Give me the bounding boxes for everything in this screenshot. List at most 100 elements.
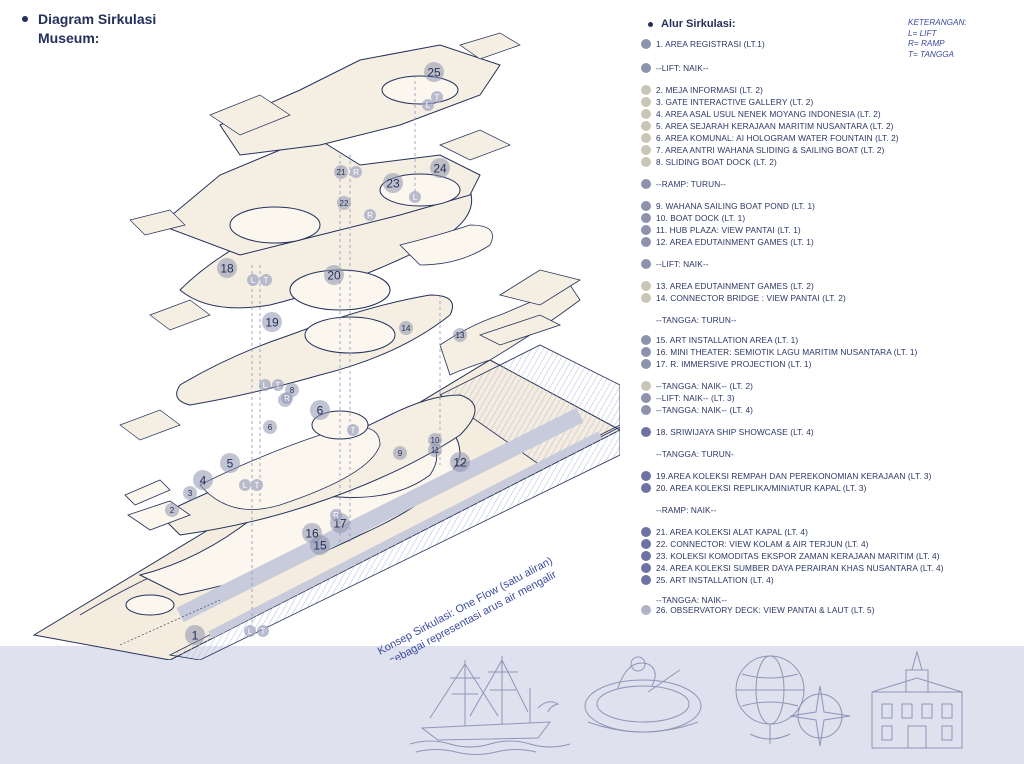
circulation-code-label: R [353, 168, 359, 177]
flow-item: --LIFT: NAIK-- [641, 258, 709, 270]
flow-item-label: 18. SRIWIJAYA SHIP SHOWCASE (LT. 4) [656, 427, 814, 437]
legend: KETERANGAN: L= LIFT R= RAMP T= TANGGA [908, 18, 967, 60]
flow-dot-icon [641, 315, 651, 325]
flow-item: 25. ART INSTALLATION (LT. 4) [641, 574, 774, 586]
zone-marker [424, 62, 444, 82]
flow-item-label: --LIFT: NAIK-- [656, 259, 709, 269]
zone-marker [310, 400, 330, 420]
flow-item-label: 5. AREA SEJARAH KERAJAAN MARITIM NUSANTA… [656, 121, 894, 131]
flow-item: 22. CONNECTOR: VIEW KOLAM & AIR TERJUN (… [641, 538, 869, 550]
floor-5-plate [129, 129, 511, 256]
globe-compass-sketch [735, 655, 851, 747]
flow-dot-icon [641, 449, 651, 459]
flow-item-label: 24. AREA KOLEKSI SUMBER DAYA PERAIRAN KH… [656, 563, 944, 573]
circulation-code-marker [247, 274, 259, 286]
zone-marker [262, 312, 282, 332]
circulation-code-marker [431, 91, 443, 103]
zone-marker [430, 158, 450, 178]
zone-marker [337, 196, 351, 210]
zone-marker [393, 446, 407, 460]
flow-title: Alur Sirkulasi: [648, 18, 736, 30]
flow-item-label: 7. AREA ANTRI WAHANA SLIDING & SAILING B… [656, 145, 885, 155]
flow-dot-icon [641, 335, 651, 345]
circulation-code-label: L [263, 381, 268, 390]
flow-item-label: 6. AREA KOMUNAL: AI HOLOGRAM WATER FOUNT… [656, 133, 899, 143]
flow-item-label: 10. BOAT DOCK (LT. 1) [656, 213, 746, 223]
circulation-code-marker [281, 392, 293, 404]
circulation-code-marker [239, 479, 251, 491]
concept-line-2: sebagai representasi arus air mengalir [388, 569, 559, 660]
sailing-ship-sketch [410, 656, 570, 755]
circulation-code-marker [350, 166, 362, 178]
zone-marker-label: 6 [268, 423, 273, 432]
zone-marker [165, 503, 179, 517]
zone-marker [453, 328, 467, 342]
flow-item-label: 19.AREA KOLEKSI REMPAH DAN PEREKONOMIAN … [656, 471, 932, 481]
zone-marker-label: 10 [431, 436, 440, 445]
zone-marker-label: 21 [337, 168, 346, 177]
zone-marker-label: 13 [456, 331, 465, 340]
exploded-axonometric-diagram: Konsep Sirkulasi: One Flow (satu aliran)… [32, 32, 620, 660]
flow-dot-icon [641, 393, 651, 403]
flow-item-label: 11. HUB PLAZA: VIEW PANTAI (LT. 1) [656, 225, 801, 235]
flow-item-label: --TANGGA: TURUN- [656, 449, 734, 459]
bullet-icon [22, 16, 28, 22]
concept-line-1: Konsep Sirkulasi: One Flow (satu aliran) [376, 555, 555, 658]
zone-marker-label: 2 [170, 506, 175, 515]
circulation-code-label: L [248, 627, 253, 636]
flow-item-label: --TANGGA: NAIK-- (LT. 2) [656, 381, 754, 391]
flow-item: 13. AREA EDUTAINMENT GAMES (LT. 2) [641, 280, 814, 292]
flow-item: --LIFT: NAIK-- [641, 62, 709, 74]
flow-item-label: --TANGGA: NAIK-- [656, 595, 728, 605]
zone-marker-label: 23 [386, 177, 400, 191]
flow-item-label: --RAMP: NAIK-- [656, 505, 717, 515]
flow-dot-icon [641, 563, 651, 573]
flow-item-label: 12. AREA EDUTAINMENT GAMES (LT. 1) [656, 237, 814, 247]
flow-dot-icon [641, 551, 651, 561]
flow-item: 1. AREA REGISTRASI (LT.1) [641, 38, 765, 50]
flow-dot-icon [641, 121, 651, 131]
flow-dot-icon [641, 293, 651, 303]
zone-marker-label: 24 [433, 162, 447, 176]
zone-marker-label: 20 [327, 269, 341, 283]
diagram-title: Diagram Sirkulasi Museum: [22, 10, 222, 48]
flow-dot-icon [641, 63, 651, 73]
flow-item-label: 20. AREA KOLEKSI REPLIKA/MINIATUR KAPAL … [656, 483, 867, 493]
flow-item: 18. SRIWIJAYA SHIP SHOWCASE (LT. 4) [641, 426, 814, 438]
boat-rider-sketch [584, 656, 702, 733]
circulation-code-marker [259, 379, 271, 391]
zone-marker [428, 443, 442, 457]
flow-item: --TANGGA: NAIK-- (LT. 2) [641, 380, 753, 392]
flow-item-label: 2. MEJA INFORMASI (LT. 2) [656, 85, 763, 95]
flow-dot-icon [641, 527, 651, 537]
flow-dot-icon [641, 281, 651, 291]
circulation-code-label: L [251, 276, 256, 285]
flow-item-label: 1. AREA REGISTRASI (LT.1) [656, 39, 765, 49]
flow-dot-icon [641, 605, 651, 615]
zone-marker-label: 22 [340, 199, 349, 208]
zone-marker [263, 420, 277, 434]
zone-marker-label: 6 [317, 404, 324, 418]
zone-marker [185, 625, 205, 645]
flow-item: 9. WAHANA SAILING BOAT POND (LT. 1) [641, 200, 815, 212]
flow-item-label: --RAMP: TURUN-- [656, 179, 727, 189]
zone-marker [324, 265, 344, 285]
circulation-code-label: T [261, 627, 266, 636]
ground-floor-plate [32, 344, 620, 660]
zone-marker [334, 165, 348, 179]
circulation-code-marker [244, 625, 256, 637]
flow-item: 26. OBSERVATORY DECK: VIEW PANTAI & LAUT… [641, 604, 875, 616]
legend-item-ramp: R= RAMP [908, 39, 945, 48]
legend-title: KETERANGAN: [908, 18, 967, 27]
flow-item-label: --TANGGA: NAIK-- (LT. 4) [656, 405, 754, 415]
zone-marker-label: 8 [290, 386, 295, 395]
zone-marker [220, 453, 240, 473]
flow-item-label: --LIFT: NAIK-- [656, 63, 709, 73]
zone-marker-label: 1 [192, 629, 199, 643]
flow-item-label: --LIFT: NAIK-- (LT. 3) [656, 393, 735, 403]
bullet-icon [648, 21, 653, 27]
flow-dot-icon [641, 179, 651, 189]
title-line-2: Museum: [38, 30, 100, 46]
circulation-code-label: L [426, 101, 431, 110]
flow-dot-icon [641, 109, 651, 119]
